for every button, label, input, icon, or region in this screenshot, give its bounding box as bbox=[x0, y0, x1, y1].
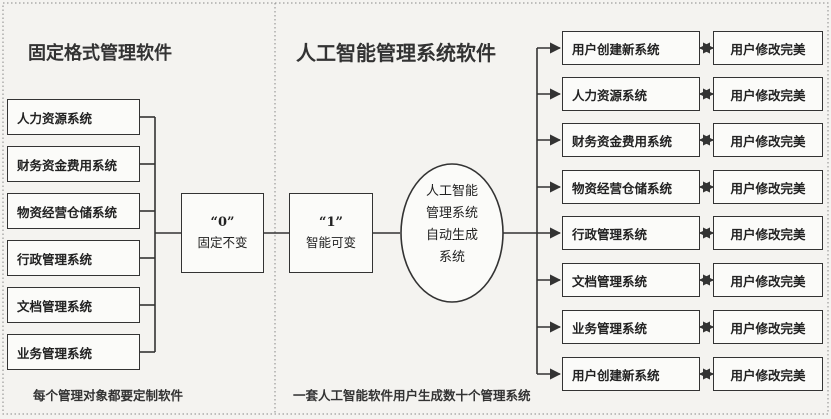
improve-box-1: 用户修改完美 bbox=[713, 31, 823, 65]
ai-engine-line-2: 管理系统 bbox=[425, 206, 478, 221]
left-system-box-business: 业务管理系统 bbox=[7, 334, 140, 370]
right-system-box-business: 业务管理系统 bbox=[562, 310, 700, 344]
ai-engine-ellipse bbox=[400, 163, 504, 303]
fixed-node: “0” 固定不变 bbox=[181, 193, 264, 273]
right-footer: 一套人工智能软件用户生成数十个管理系统 bbox=[293, 388, 531, 403]
improve-box-6: 用户修改完美 bbox=[713, 263, 823, 297]
left-system-box-hr: 人力资源系统 bbox=[7, 99, 140, 135]
fixed-node-quote: “0” bbox=[210, 215, 235, 230]
left-system-box-materials: 物资经营仓储系统 bbox=[7, 193, 140, 229]
right-system-box-materials: 物资经营仓储系统 bbox=[562, 170, 700, 204]
right-system-box-new-top: 用户创建新系统 bbox=[562, 31, 700, 65]
smart-node-label: 智能可变 bbox=[305, 235, 356, 250]
left-system-box-admin: 行政管理系统 bbox=[7, 240, 140, 276]
improve-box-7: 用户修改完美 bbox=[713, 310, 823, 344]
right-system-box-admin: 行政管理系统 bbox=[562, 216, 700, 250]
left-title: 固定格式管理软件 bbox=[28, 43, 172, 64]
right-title: 人工智能管理系统软件 bbox=[296, 41, 496, 65]
fixed-node-label: 固定不变 bbox=[197, 235, 248, 250]
left-system-box-finance: 财务资金费用系统 bbox=[7, 146, 140, 182]
right-system-box-docs: 文档管理系统 bbox=[562, 263, 700, 297]
ai-engine-line-1: 人工智能 bbox=[425, 184, 478, 199]
improve-box-3: 用户修改完美 bbox=[713, 123, 823, 157]
improve-box-5: 用户修改完美 bbox=[713, 216, 823, 250]
right-system-box-hr: 人力资源系统 bbox=[562, 77, 700, 111]
ai-engine-line-3: 自动生成 bbox=[425, 228, 478, 243]
ai-engine-line-4: 系统 bbox=[438, 250, 465, 265]
right-bus-arrows bbox=[537, 42, 562, 380]
left-footer: 每个管理对象都要定制软件 bbox=[33, 388, 184, 403]
right-system-box-finance: 财务资金费用系统 bbox=[562, 123, 700, 157]
smart-node-quote: “1” bbox=[318, 215, 343, 230]
left-system-box-docs: 文档管理系统 bbox=[7, 287, 140, 323]
right-system-box-new-bottom: 用户创建新系统 bbox=[562, 357, 700, 391]
improve-box-2: 用户修改完美 bbox=[713, 77, 823, 111]
ai-engine-label: 人工智能 管理系统 自动生成 系统 bbox=[410, 181, 494, 269]
smart-node: “1” 智能可变 bbox=[289, 193, 373, 273]
improve-box-4: 用户修改完美 bbox=[713, 170, 823, 204]
improve-box-8: 用户修改完美 bbox=[713, 357, 823, 391]
double-arrows bbox=[698, 42, 715, 380]
left-bus bbox=[140, 48, 538, 374]
